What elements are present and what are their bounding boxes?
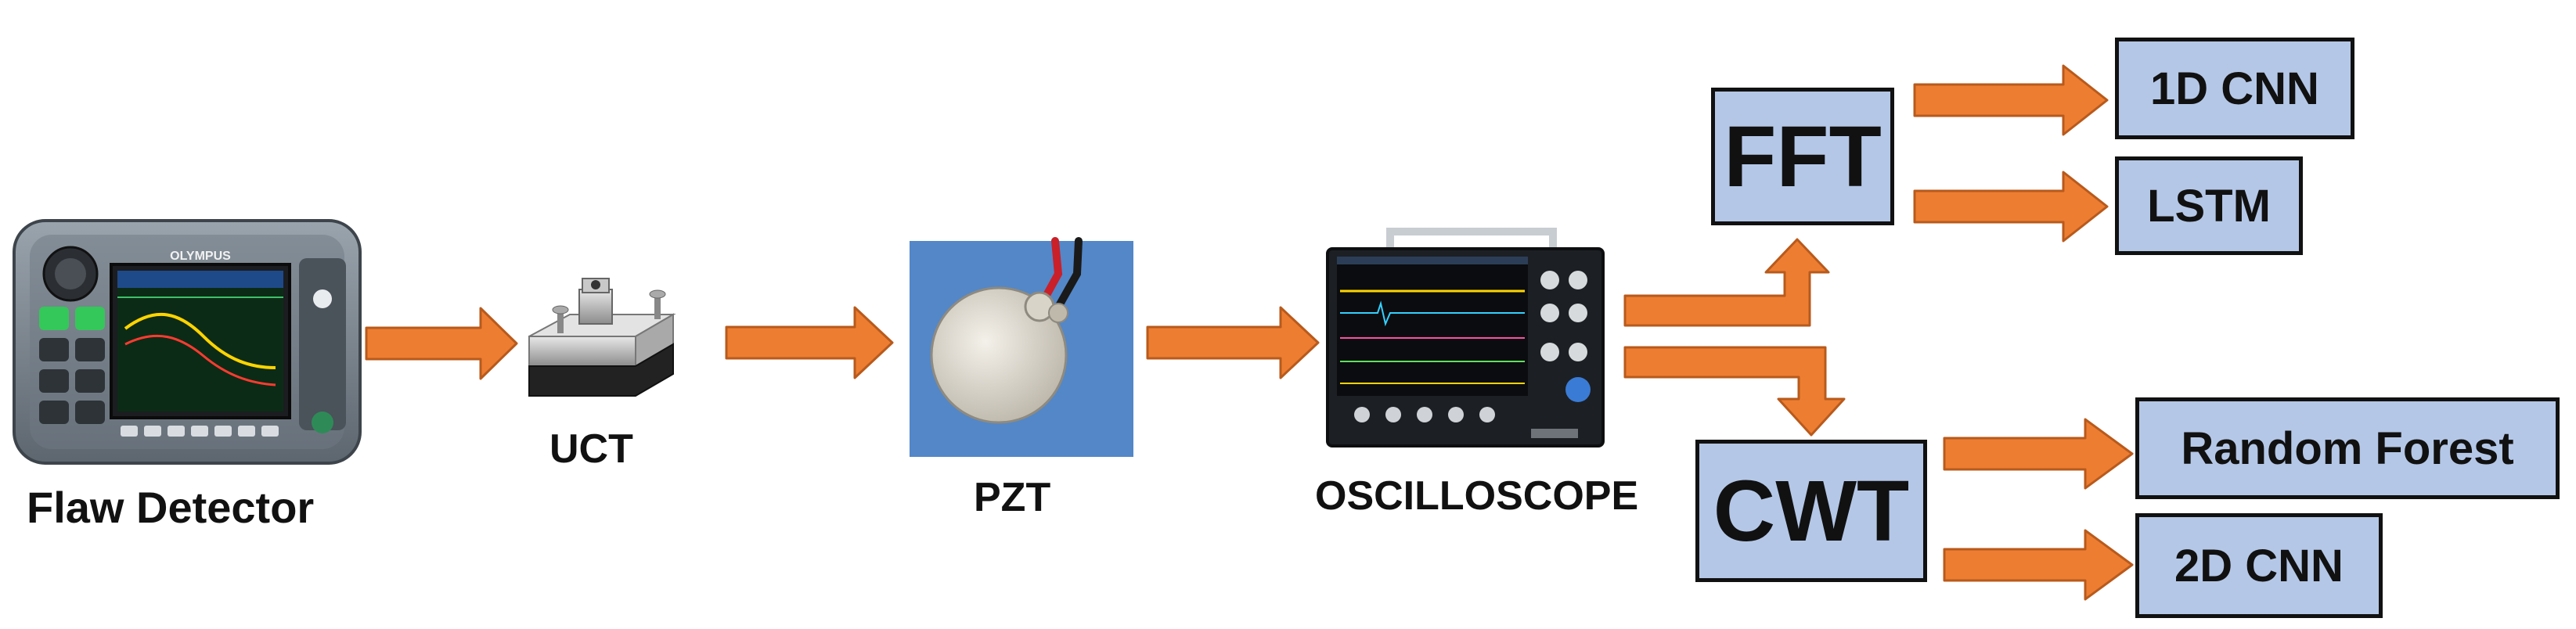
arrow-cwt-to-randomforest — [1943, 418, 2134, 490]
arrow-fft-to-1dcnn — [1913, 64, 2109, 136]
arrow-uct-to-pzt — [725, 306, 894, 379]
pzt-image — [910, 237, 1133, 457]
flaw-detector-brand: OLYMPUS — [170, 250, 231, 263]
oscilloscope-image — [1326, 228, 1605, 447]
model-box-2d-cnn: 2D CNN — [2135, 513, 2383, 618]
cwt-box: CWT — [1695, 440, 1927, 582]
arrow-pzt-to-oscilloscope — [1146, 306, 1320, 379]
model-box-random-forest: Random Forest — [2135, 397, 2560, 499]
model-label-lstm: LSTM — [2147, 180, 2271, 232]
flaw-detector-label: Flaw Detector — [27, 483, 315, 532]
uct-image — [528, 278, 676, 397]
arrow-flaw-to-uct — [365, 307, 518, 380]
flaw-detector-image: OLYMPUS — [13, 219, 362, 465]
arrow-fft-to-lstm — [1913, 171, 2109, 243]
oscilloscope-label: OSCILLOSCOPE — [1315, 473, 1639, 519]
model-label-2d-cnn: 2D CNN — [2174, 540, 2344, 591]
arrow-oscilloscope-to-fft — [1623, 238, 1830, 327]
arrow-cwt-to-2dcnn — [1943, 529, 2134, 601]
cwt-label: CWT — [1713, 462, 1910, 559]
model-label-1d-cnn: 1D CNN — [2150, 63, 2319, 114]
model-box-1d-cnn: 1D CNN — [2115, 38, 2354, 139]
model-label-random-forest: Random Forest — [2181, 422, 2514, 474]
arrow-oscilloscope-to-cwt — [1623, 346, 1846, 437]
uct-label: UCT — [549, 426, 633, 472]
fft-box: FFT — [1711, 88, 1894, 225]
fft-label: FFT — [1724, 108, 1882, 205]
pzt-label: PZT — [974, 475, 1051, 520]
model-box-lstm: LSTM — [2115, 156, 2303, 255]
